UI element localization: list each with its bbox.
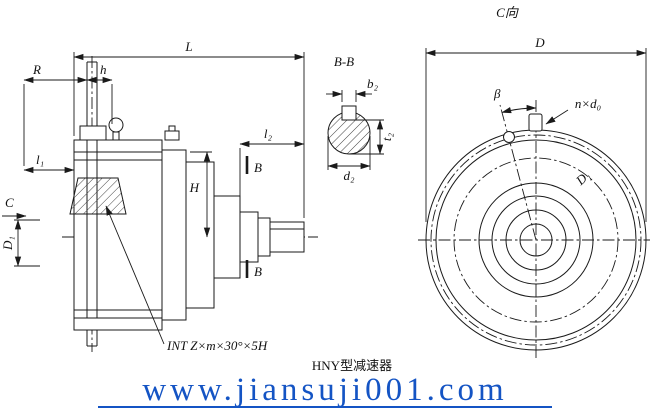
bolt-radial-centerline	[499, 104, 537, 241]
oil-plug-cap	[168, 125, 176, 132]
dim-label-H: H	[189, 180, 200, 195]
dim-label-R: R	[32, 62, 41, 77]
angle-label-beta: β	[493, 86, 501, 101]
bolt-hole	[503, 131, 515, 143]
view-arrow-C-label: C	[5, 195, 14, 210]
dim-label-t2: t₂	[379, 132, 394, 141]
boss-circle-2	[491, 195, 581, 285]
dim-label-D1-side: D₁	[0, 236, 15, 251]
hub-circle	[505, 209, 567, 271]
section-bb-title: B-B	[334, 54, 354, 69]
front-view: C向 β n×d₀ D₁ D	[418, 5, 650, 360]
dim-label-D1-front: D₁	[572, 167, 593, 188]
bolt-circle	[430, 134, 642, 346]
dim-label-D: D	[534, 35, 545, 50]
dim-label-b2: b₂	[367, 76, 379, 91]
top-stud	[528, 113, 543, 132]
gear-section	[69, 177, 127, 215]
oil-plug	[164, 130, 180, 141]
spline-note: INT Z×m×30°×5H	[166, 338, 268, 353]
shaft-step-2	[257, 217, 271, 257]
dim-label-L: L	[184, 39, 192, 54]
section-bb-view: B-B b₂ t₂ d₂	[326, 54, 394, 183]
shaft-boss	[79, 125, 107, 141]
dim-label-d2: d₂	[343, 168, 355, 183]
section-mark-top-label: B	[254, 160, 262, 175]
boss-circle-1	[478, 182, 594, 298]
shaft-bore-circle	[519, 223, 553, 257]
holes-leader	[545, 109, 569, 125]
output-shaft	[269, 221, 305, 253]
beta-angle-arc	[501, 104, 537, 114]
dim-label-h: h	[100, 62, 107, 77]
bearing-cover	[213, 195, 241, 279]
section-mark-bottom-label: B	[254, 264, 262, 279]
eyebolt-ring	[108, 117, 124, 133]
housing-bottom-flange	[73, 317, 163, 331]
eyebolt-stem	[112, 131, 120, 141]
pitch-circle-D1	[453, 157, 619, 323]
bell-flange	[161, 149, 187, 321]
inner-rim-circle	[435, 139, 637, 341]
dim-label-l1: l₁	[36, 152, 44, 167]
shaft-step-1	[239, 211, 259, 263]
dim-label-l2: l₂	[264, 126, 273, 141]
holes-note: n×d₀	[575, 96, 601, 111]
watermark-url: www.jiansuji001.com	[142, 372, 507, 408]
front-view-title: C向	[496, 5, 519, 20]
side-view: B B L R h l₁ l₂ H C D₁ INT	[0, 39, 318, 353]
drawing-caption: HNY型减速器	[312, 358, 392, 373]
keyway-slot	[341, 105, 357, 121]
spline-leader	[105, 205, 165, 345]
